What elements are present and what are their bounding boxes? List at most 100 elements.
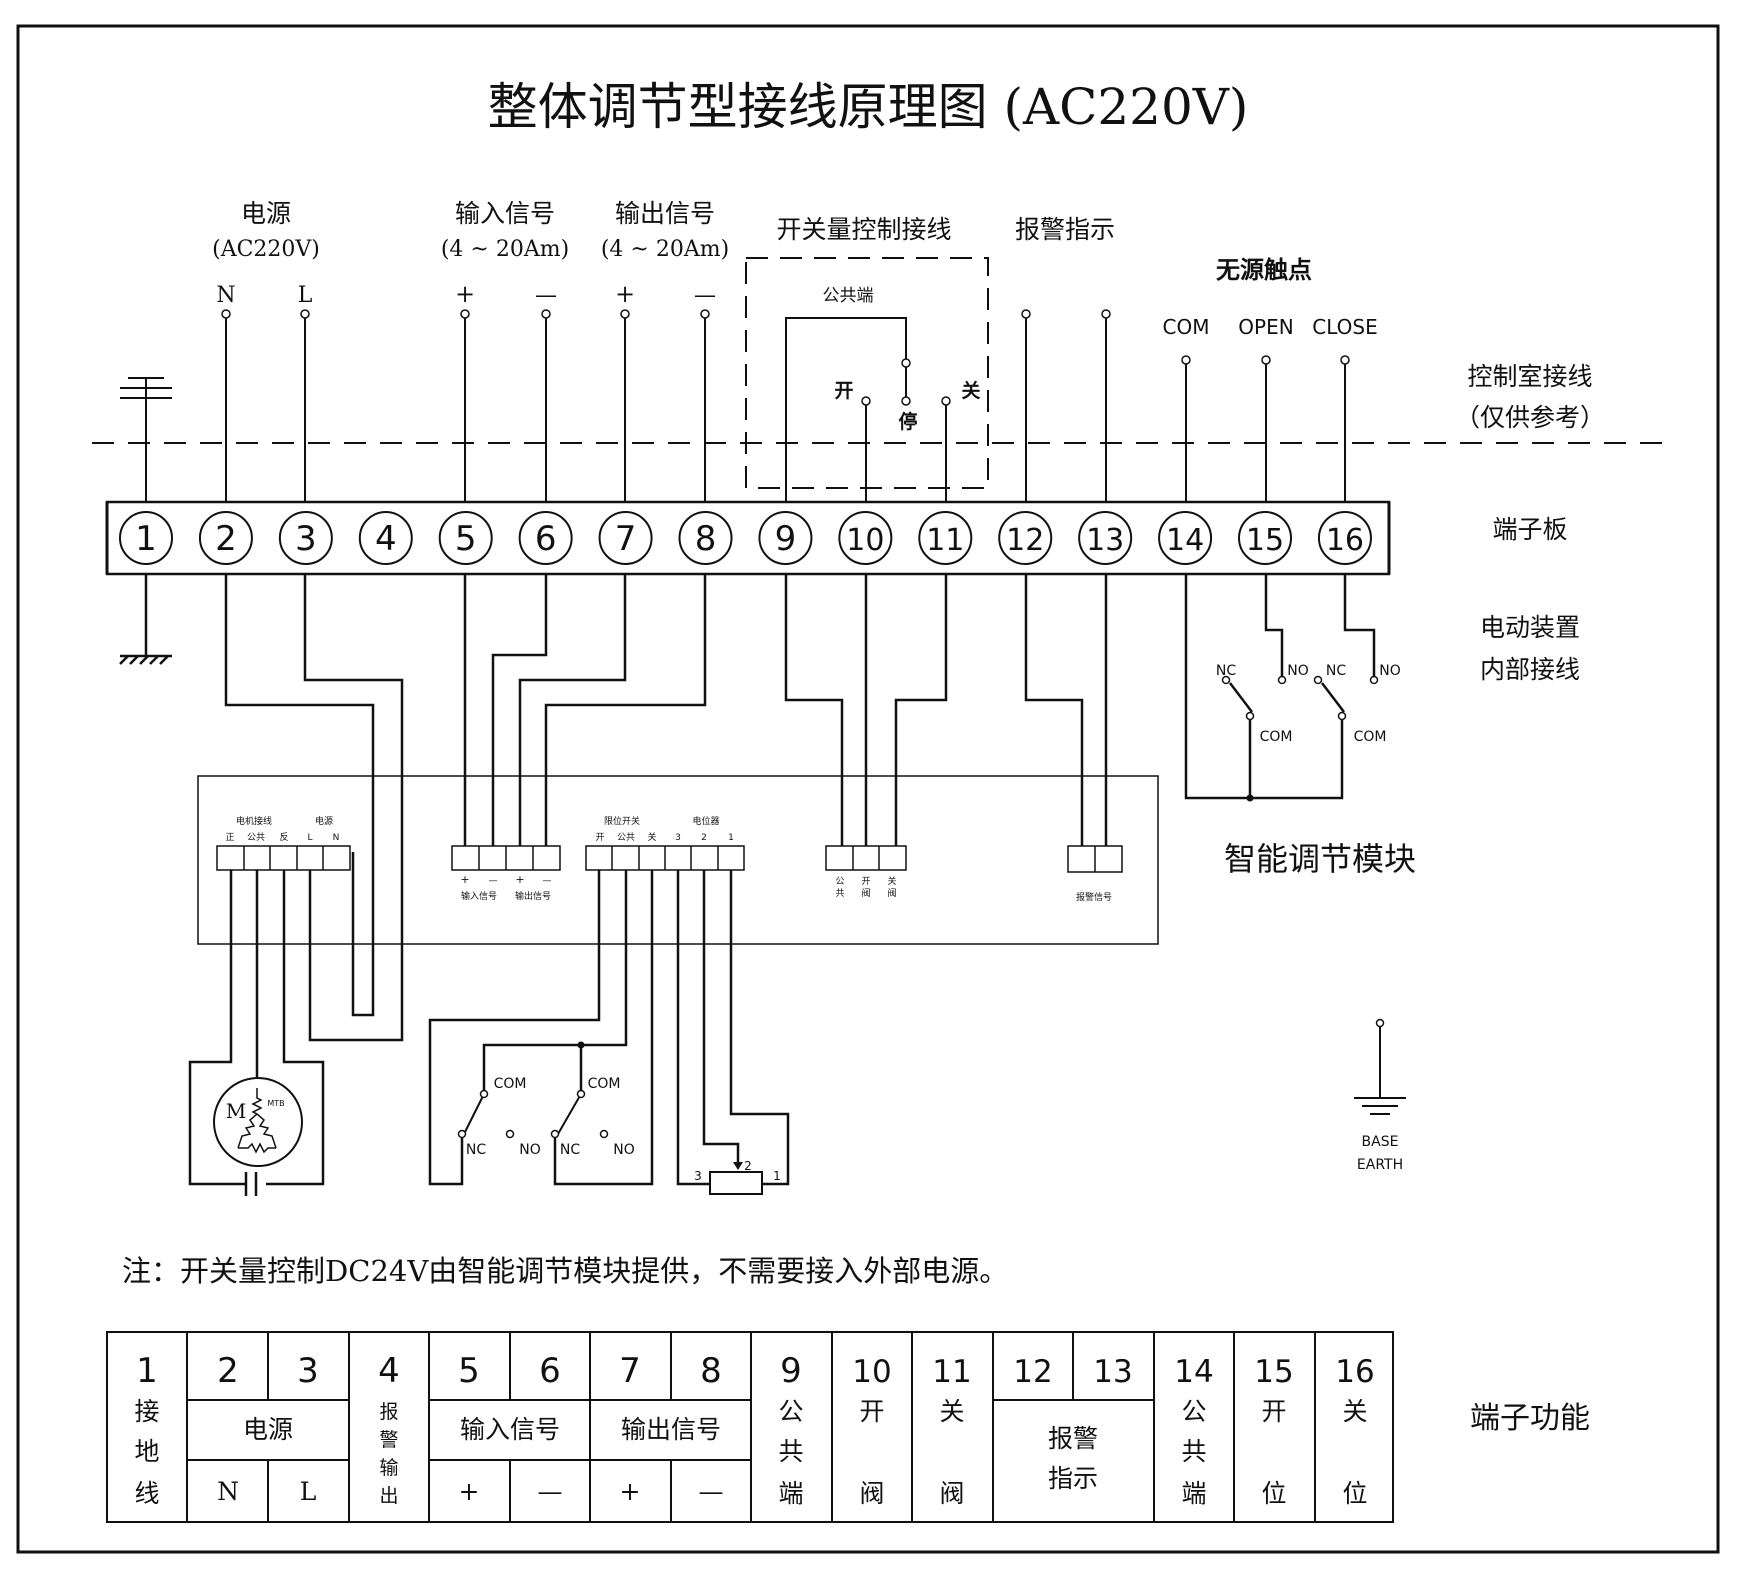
svg-text:1: 1 [136, 1351, 158, 1391]
svg-text:输入信号: 输入信号 [461, 890, 497, 902]
diagram-title: 整体调节型接线原理图 (AC220V) [488, 78, 1249, 136]
pot-wiper-arrow [733, 1162, 743, 1170]
svg-text:关: 关 [647, 831, 656, 843]
svg-text:9: 9 [780, 1351, 802, 1391]
svg-text:N: N [217, 1477, 239, 1506]
terminal-number: 12 [1006, 523, 1044, 558]
svg-text:+: + [460, 873, 469, 886]
terminal-12: 12 [998, 511, 1053, 565]
motor-wires [188, 870, 325, 1196]
module-label: 智能调节模块 [1224, 840, 1416, 878]
svg-text:开: 开 [859, 1397, 884, 1426]
svg-text:电机接线: 电机接线 [236, 815, 272, 827]
outer-frame [16, 24, 1720, 1554]
n-label: N [216, 283, 235, 308]
common-end-label: 公共端 [823, 286, 874, 306]
limit-labels: COM COM NC NO NC NO [466, 1076, 635, 1158]
potentiometer-symbol [709, 1171, 763, 1195]
module-signal-block: + — + — 输入信号 输出信号 [451, 845, 561, 902]
open-label: OPEN [1238, 315, 1293, 339]
svg-text:地: 地 [134, 1437, 159, 1466]
power-label: 电源 [241, 199, 291, 228]
terminal-number: 15 [1246, 523, 1284, 558]
motor-m-label: M [226, 1099, 246, 1123]
terminal-number: 10 [846, 523, 884, 558]
svg-text:NC: NC [466, 1142, 486, 1158]
base-earth-symbol [1354, 1026, 1406, 1115]
svg-text:报: 报 [379, 1401, 398, 1423]
svg-text:报警信号: 报警信号 [1076, 891, 1112, 903]
terminal-6: 6 [518, 511, 573, 565]
module-switch-block: 公 共 开 阀 关 阀 [825, 845, 907, 899]
svg-text:2: 2 [744, 1159, 752, 1173]
terminal-function-label: 端子功能 [1470, 1401, 1590, 1436]
svg-text:开: 开 [595, 832, 604, 843]
svg-text:2: 2 [701, 833, 707, 843]
terminal-11: 11 [918, 511, 973, 565]
svg-text:L: L [307, 833, 312, 843]
svg-text:—: — [543, 876, 552, 886]
dry-contact-label: 无源触点 [1216, 256, 1312, 284]
svg-text:接: 接 [134, 1397, 159, 1426]
input-signal-label: 输入信号 [455, 199, 555, 228]
relay-contacts [1221, 675, 1379, 721]
base-earth-terminal [1375, 1018, 1385, 1028]
terminal-10: 10 [838, 511, 893, 565]
svg-text:阀: 阀 [939, 1479, 964, 1508]
terminal-15: 15 [1238, 511, 1293, 565]
svg-text:NO: NO [1287, 663, 1309, 679]
limit-switch-wires [428, 870, 790, 1186]
svg-text:输入信号: 输入信号 [460, 1415, 560, 1444]
svg-text:L: L [300, 1477, 317, 1506]
switch-control-label: 开关量控制接线 [776, 215, 951, 244]
com-label: COM [1163, 315, 1210, 339]
svg-text:输: 输 [379, 1457, 398, 1479]
module-motor-power-block: 电机接线 电源 正 公共 反 L N [216, 815, 351, 871]
svg-text:限位开关: 限位开关 [604, 815, 640, 827]
pot-labels: 3 2 1 [694, 1159, 781, 1183]
limit-switch-blades [463, 1093, 582, 1135]
base-label: BASE [1362, 1134, 1399, 1150]
svg-text:15: 15 [1254, 1354, 1293, 1390]
svg-text:反: 反 [279, 832, 288, 843]
terminal-function-table [106, 1331, 1394, 1523]
svg-text:COM: COM [1260, 729, 1293, 745]
svg-text:COM: COM [1354, 729, 1387, 745]
svg-text:13: 13 [1093, 1354, 1132, 1390]
output-plus: + [615, 280, 635, 308]
output-signal-label: 输出信号 [615, 199, 715, 228]
svg-text:指示: 指示 [1048, 1464, 1098, 1493]
terminal-number: 7 [615, 519, 637, 559]
svg-text:电位器: 电位器 [692, 815, 719, 827]
svg-text:4: 4 [378, 1351, 400, 1391]
svg-text:输出信号: 输出信号 [621, 1415, 721, 1444]
control-room-wires [120, 317, 1346, 502]
svg-text:1: 1 [773, 1169, 781, 1183]
svg-text:16: 16 [1335, 1354, 1374, 1390]
svg-text:NO: NO [1379, 663, 1401, 679]
terminal-number: 2 [215, 519, 237, 559]
terminal-9: 9 [758, 511, 813, 565]
output-spec-label: (4 ~ 20Am) [601, 237, 729, 262]
svg-text:阀: 阀 [859, 1479, 884, 1508]
terminal-13: 13 [1078, 511, 1133, 565]
svg-text:公共: 公共 [247, 832, 265, 843]
internal-wires [119, 574, 1376, 1042]
svg-text:关: 关 [1342, 1397, 1367, 1426]
svg-text:输出信号: 输出信号 [515, 890, 551, 902]
terminal-3: 3 [278, 511, 333, 565]
note-text: 注：开关量控制DC24V由智能调节模块提供，不需要接入外部电源。 [122, 1254, 1008, 1288]
svg-text:NO: NO [519, 1142, 541, 1158]
svg-text:公: 公 [1181, 1397, 1206, 1426]
l-label: L [298, 283, 313, 308]
terminal-number: 3 [295, 519, 317, 559]
control-room-label: 控制室接线 [1467, 362, 1592, 391]
svg-text:正: 正 [225, 833, 234, 843]
svg-text:线: 线 [134, 1479, 159, 1508]
module-alarm-block: 报警信号 [1067, 845, 1123, 903]
svg-text:NC: NC [560, 1142, 580, 1158]
svg-text:5: 5 [458, 1351, 480, 1391]
table-terminal-numbers: 1 2 3 4 5 6 7 8 9 10 11 12 13 14 15 16 [136, 1351, 1375, 1391]
svg-text:出: 出 [379, 1485, 398, 1507]
